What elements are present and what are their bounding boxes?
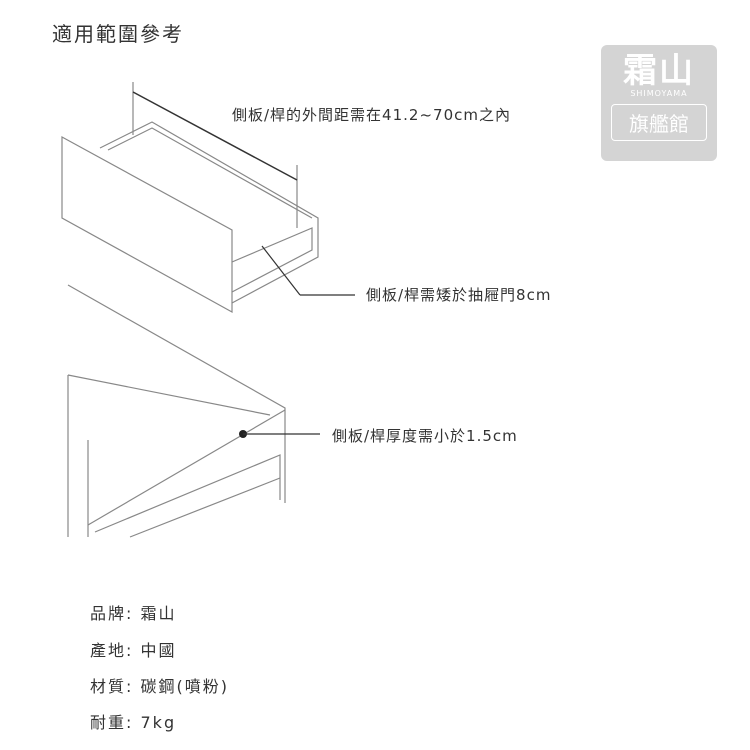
spec-material: 材質: 碳鋼(噴粉) bbox=[90, 673, 229, 697]
logo-name: 霜山 bbox=[623, 51, 695, 91]
spec-value: 碳鋼(噴粉) bbox=[140, 677, 229, 696]
logo-en: SHIMOYAMA bbox=[630, 89, 688, 98]
annotation-height: 側板/桿需矮於抽屜門8cm bbox=[366, 286, 552, 304]
spec-value: 霜山 bbox=[140, 604, 177, 623]
spec-value: 7kg bbox=[140, 713, 177, 732]
spec-origin: 產地: 中國 bbox=[90, 637, 177, 661]
spec-label: 材質: bbox=[90, 677, 134, 696]
spec-label: 產地: bbox=[90, 641, 134, 660]
spec-brand: 品牌: 霜山 bbox=[90, 600, 177, 624]
annotation-thickness: 側板/桿厚度需小於1.5cm bbox=[332, 427, 518, 445]
spec-value: 中國 bbox=[140, 641, 177, 660]
spec-label: 品牌: bbox=[90, 604, 134, 623]
annotation-spacing: 側板/桿的外間距需在41.2~70cm之內 bbox=[232, 106, 511, 124]
page-title: 適用範圍參考 bbox=[52, 22, 184, 46]
spec-load: 耐重: 7kg bbox=[90, 709, 176, 733]
brand-logo: 霜山 SHIMOYAMA 旗艦館 bbox=[601, 45, 717, 161]
spec-label: 耐重: bbox=[90, 713, 134, 732]
logo-sub: 旗艦館 bbox=[611, 104, 707, 141]
